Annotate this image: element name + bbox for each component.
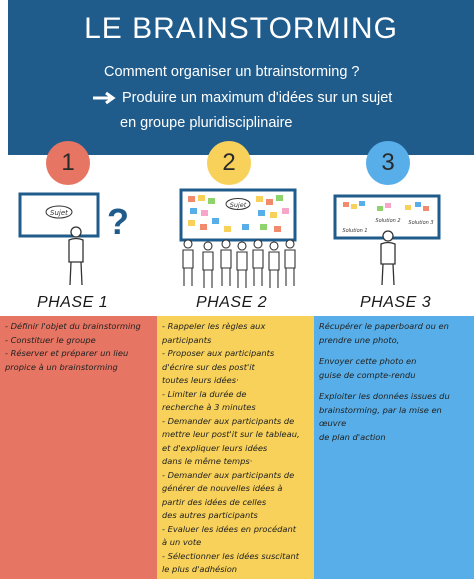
post-it-notes — [343, 201, 429, 211]
phase-3-steps: Récupérer le paperboard ou en prendre un… — [314, 316, 474, 579]
post-it-notes — [188, 195, 289, 232]
list-item: - Rappeler les règles aux participants — [162, 321, 266, 345]
objective-line: Produire un maximum d'idées sur un sujet — [92, 90, 392, 106]
subtitle-question: Comment organiser un btrainstorming ? — [104, 64, 360, 80]
list-item: - Sélectionner les idées suscitant le pl… — [162, 550, 300, 575]
solution-2-label: Solution 2 — [375, 218, 400, 224]
group-people-icon — [182, 239, 296, 288]
arrow-right-icon — [93, 91, 116, 105]
phase-1-label: PHASE 1 — [37, 294, 109, 311]
list-item: - Demander aux participants de mettre le… — [162, 415, 300, 467]
list-item: - Définir l'objet du brainstorming — [5, 321, 141, 331]
list-item: - Réserver et préparer un lieu propice à… — [5, 348, 129, 372]
list-item: Exploiter les données issues du brainsto… — [319, 391, 450, 442]
whiteboard-icon — [18, 192, 100, 238]
solution-1-label: Solution 1 — [342, 228, 367, 234]
list-item: Envoyer cette photo en guise de compte-r… — [319, 356, 417, 380]
phase-3-number: 3 — [366, 141, 410, 185]
header-banner: LE BRAINSTORMING Comment organiser un bt… — [8, 0, 474, 155]
list-item: - Limiter la durée de recherche à 3 minu… — [162, 388, 256, 413]
objective-text-continued: en groupe pluridisciplinaire — [120, 115, 293, 131]
list-item: - Evaluer les idées en procédant à un vo… — [162, 523, 296, 548]
objective-text: Produire un maximum d'idées sur un sujet — [122, 90, 393, 106]
page-title: LE BRAINSTORMING — [84, 12, 398, 45]
phase-2-illustration: Sujet — [179, 188, 297, 288]
phase-2-steps: - Rappeler les règles aux participants -… — [157, 316, 314, 579]
list-item: - Constituer le groupe — [5, 334, 96, 345]
list-item: - Proposer aux participants d'écrire sur… — [162, 348, 275, 385]
question-mark-icon: ? — [107, 201, 129, 242]
phase-1-illustration: Sujet ? — [18, 192, 129, 286]
phase-1-number: 1 — [46, 141, 90, 185]
phase-1-steps: - Définir l'objet du brainstorming - Con… — [0, 316, 157, 579]
board-subject-label: Sujet — [50, 209, 68, 217]
list-item: - Demander aux participants de générer d… — [162, 469, 295, 521]
person-icon — [380, 230, 396, 286]
board-subject-label: Sujet — [230, 201, 247, 209]
phase-3-illustration: Solution 1 Solution 2 Solution 3 — [333, 194, 441, 286]
solution-3-label: Solution 3 — [408, 220, 433, 226]
phase-2-number: 2 — [207, 141, 251, 185]
person-icon — [68, 226, 84, 286]
phase-2-label: PHASE 2 — [196, 294, 268, 311]
list-item: Récupérer le paperboard ou en prendre un… — [319, 321, 449, 345]
phase-3-label: PHASE 3 — [360, 294, 432, 311]
